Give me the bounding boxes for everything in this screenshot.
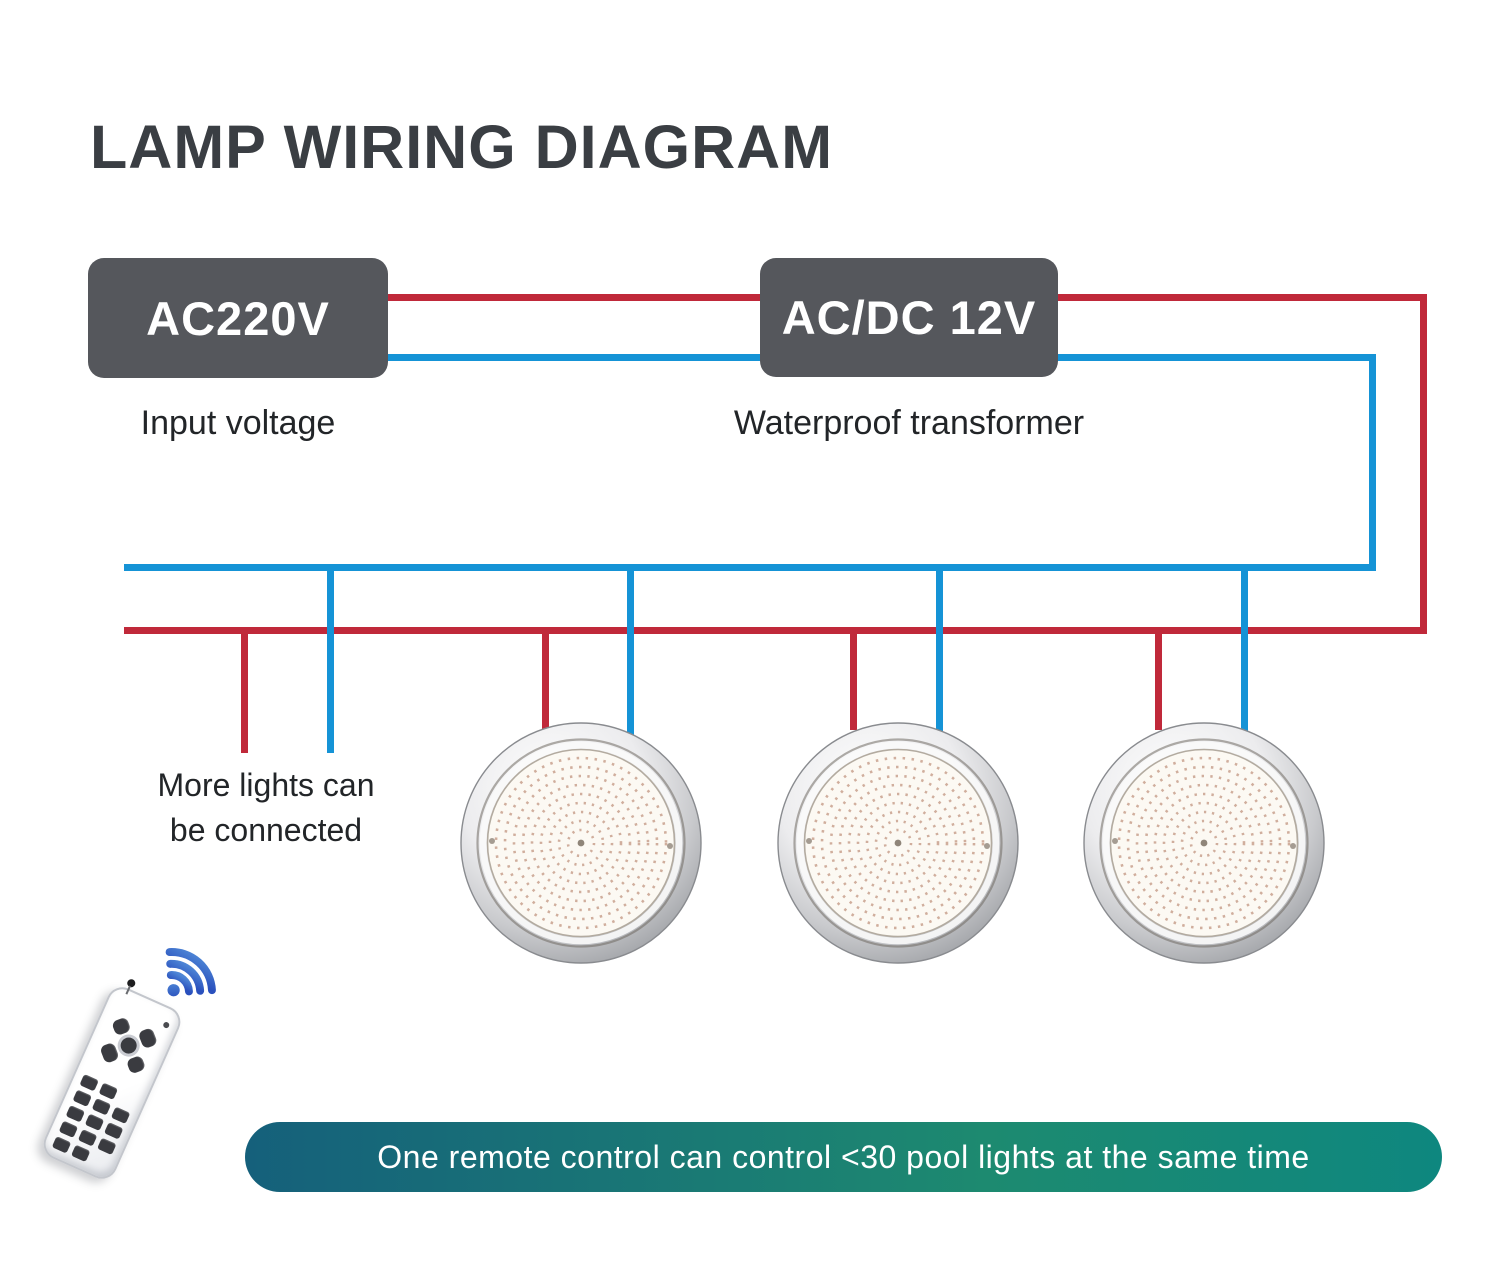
remote-button — [51, 1136, 72, 1154]
transformer-label: AC/DC 12V — [781, 291, 1037, 344]
remote-button — [72, 1089, 92, 1107]
blue-wire-bus — [124, 564, 1376, 571]
remote-button — [110, 1106, 131, 1125]
red-wire-drop-spare — [241, 627, 248, 753]
blue-wire-drop-lamp-2 — [936, 564, 943, 740]
more-lights-note-line1: More lights can — [157, 767, 375, 803]
pool-light-2 — [777, 722, 1019, 964]
remote-button-spacer — [90, 1153, 109, 1170]
pool-light-1 — [460, 722, 702, 964]
remote-button — [98, 1082, 119, 1100]
input-voltage-label: AC220V — [146, 291, 330, 345]
remote-control — [38, 977, 186, 1184]
remote-capacity-banner: One remote control can control <30 pool … — [245, 1122, 1442, 1192]
dpad-up-button — [137, 1027, 159, 1050]
remote-button — [91, 1098, 112, 1116]
blue-wire-drop-lamp-3 — [1241, 564, 1248, 740]
input-voltage-box: AC220V — [88, 258, 388, 378]
blue-wire-transformer-to-right — [1056, 354, 1376, 361]
remote-button — [103, 1122, 124, 1140]
banner-text: One remote control can control <30 pool … — [377, 1138, 1310, 1175]
remote-button-spacer — [118, 1091, 137, 1108]
blue-wire-drop-lamp-1 — [627, 564, 634, 740]
red-wire-drop-lamp-1 — [542, 627, 549, 730]
dpad-right-button — [125, 1054, 147, 1075]
transformer-caption: Waterproof transformer — [733, 404, 1085, 442]
remote-button — [84, 1113, 105, 1132]
remote-button — [70, 1144, 91, 1163]
blue-wire-drop-spare — [327, 564, 334, 753]
remote-button-grid — [51, 1073, 138, 1171]
blue-wire-right-vertical — [1369, 354, 1376, 571]
page-title: LAMP WIRING DIAGRAM — [90, 113, 834, 181]
input-voltage-caption: Input voltage — [140, 404, 336, 442]
red-wire-drop-lamp-2 — [850, 627, 857, 730]
red-wire-transformer-to-right — [1056, 294, 1427, 301]
remote-button — [79, 1073, 99, 1092]
pool-light-3 — [1083, 722, 1325, 964]
remote-button — [65, 1105, 86, 1123]
red-wire-bus — [124, 627, 1427, 634]
remote-button — [77, 1129, 98, 1147]
more-lights-note-line2: be connected — [169, 812, 363, 848]
remote-button — [58, 1120, 79, 1139]
red-wire-drop-lamp-3 — [1155, 627, 1162, 730]
red-wire-source-to-transformer — [386, 294, 762, 301]
transformer-box: AC/DC 12V — [760, 258, 1058, 377]
remote-antenna — [125, 977, 137, 989]
remote-dpad — [93, 1009, 165, 1081]
more-lights-note: More lights can be connected — [116, 763, 416, 853]
remote-button — [97, 1137, 117, 1156]
remote-led-indicator — [162, 1021, 171, 1030]
red-wire-right-vertical — [1420, 294, 1427, 634]
blue-wire-source-to-transformer — [386, 354, 762, 361]
wifi-signal-icon — [165, 948, 216, 997]
